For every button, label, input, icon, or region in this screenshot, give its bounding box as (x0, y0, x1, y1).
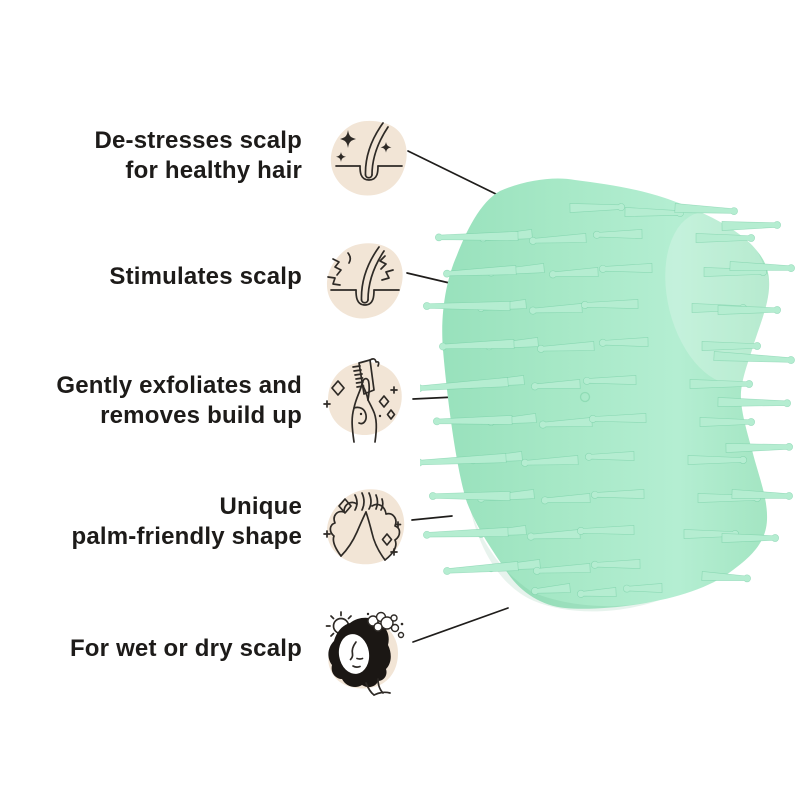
callout-text-line: Gently exfoliates and (56, 372, 302, 399)
callout-text-line: De-stresses scalp (94, 127, 302, 154)
hand-holding-comb-icon (323, 358, 402, 443)
woman-lathering-hair-icon (325, 611, 405, 696)
leader-line-4 (411, 515, 453, 521)
brush-body (442, 178, 770, 609)
product-bristles (420, 203, 795, 598)
hair-follicle-stimulate-icon (326, 243, 403, 319)
callout-label-palm-shape: Unique palm-friendly shape (2, 492, 302, 552)
leader-line-5 (412, 607, 509, 643)
brush-center-dimple (579, 391, 591, 403)
callout-text-line: Stimulates scalp (109, 263, 302, 290)
callout-text-line: for healthy hair (125, 157, 302, 184)
interlocked-hands-icon (323, 489, 405, 565)
callout-text-line: Unique (219, 493, 302, 520)
callout-label-destress: De-stresses scalp for healthy hair (2, 126, 302, 186)
callout-label-wet-dry: For wet or dry scalp (2, 634, 302, 664)
callout-text-line: removes build up (100, 402, 302, 429)
callout-label-stimulates: Stimulates scalp (2, 262, 302, 292)
callout-text-line: For wet or dry scalp (69, 635, 302, 662)
brush-body-shadow (470, 508, 660, 612)
brush-body-highlight (665, 211, 775, 385)
callout-label-exfoliates: Gently exfoliates and removes build up (2, 371, 302, 431)
hair-follicle-sparkle-icon (330, 120, 407, 196)
product-image (420, 178, 795, 612)
leader-line-1 (407, 150, 501, 197)
callout-text-line: palm-friendly shape (71, 523, 302, 550)
